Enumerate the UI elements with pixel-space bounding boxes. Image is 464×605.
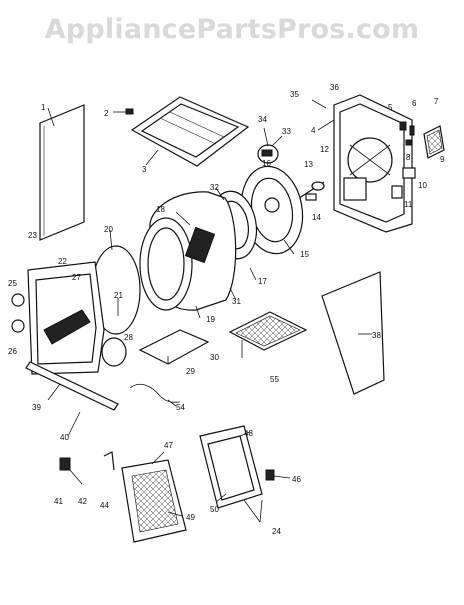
bearing-shaft [295, 181, 325, 201]
callout-6: 6 [412, 99, 417, 108]
side-panel-right [321, 271, 385, 395]
callout-31: 31 [232, 297, 241, 306]
screw-2 [113, 108, 134, 115]
callout-20: 20 [104, 225, 113, 234]
callout-28: 28 [124, 333, 133, 342]
callout-25: 25 [8, 279, 17, 288]
callout-16: 16 [262, 159, 271, 168]
callout-46: 46 [292, 475, 301, 484]
leader-lines [47, 99, 372, 523]
callout-12: 12 [320, 145, 329, 154]
callout-41: 41 [54, 497, 63, 506]
callout-49: 49 [186, 513, 195, 522]
small-fittings [399, 121, 415, 146]
callout-40: 40 [60, 433, 69, 442]
callout-35: 35 [290, 90, 299, 99]
callout-23: 23 [28, 231, 37, 240]
callout-3: 3 [142, 165, 147, 174]
drum [139, 191, 237, 311]
latch-parts [59, 457, 83, 485]
callout-5: 5 [388, 103, 393, 112]
callout-44: 44 [100, 501, 109, 510]
callout-9: 9 [440, 155, 445, 164]
callout-24: 24 [272, 527, 281, 536]
callout-22: 22 [58, 257, 67, 266]
front-bracket [138, 329, 210, 365]
callout-39: 39 [32, 403, 41, 412]
door-inner-panel [199, 425, 263, 509]
callout-36: 36 [330, 83, 339, 92]
rear-bulkhead [333, 94, 413, 233]
callout-14: 14 [312, 213, 321, 222]
callout-19: 19 [206, 315, 215, 324]
toe-panel [25, 361, 119, 411]
side-panel-left [39, 104, 85, 241]
callout-42: 42 [78, 497, 87, 506]
top-panel [130, 96, 250, 167]
callout-54: 54 [176, 403, 185, 412]
callout-labels: 1 2 3 4 5 6 7 8 9 10 11 12 13 14 15 16 1… [8, 83, 445, 536]
callout-30: 30 [210, 353, 219, 362]
callout-47: 47 [164, 441, 173, 450]
callout-17: 17 [258, 277, 267, 286]
callout-34: 34 [258, 115, 267, 124]
door-catch [265, 469, 275, 481]
drum-rack [228, 311, 308, 358]
door [121, 459, 187, 543]
callout-11: 11 [404, 200, 413, 209]
callout-1: 1 [41, 103, 46, 112]
vent-grille [423, 125, 445, 159]
callout-29: 29 [186, 367, 195, 376]
callout-15: 15 [300, 250, 309, 259]
terminal-block [391, 167, 416, 199]
front-panel [11, 261, 105, 375]
callout-13: 13 [304, 160, 313, 169]
callout-10: 10 [418, 181, 427, 190]
callout-50: 50 [210, 505, 219, 514]
hinge [103, 451, 115, 471]
callout-8: 8 [406, 153, 411, 162]
watermark: AppliancePartsPros.com [44, 14, 420, 45]
callout-55: 55 [270, 375, 279, 384]
wire-harness [129, 383, 181, 403]
callout-26: 26 [8, 347, 17, 356]
callout-32: 32 [210, 183, 219, 192]
idler-pulley [101, 337, 127, 367]
callout-2: 2 [104, 109, 109, 118]
callout-33: 33 [282, 127, 291, 136]
callout-21: 21 [114, 291, 123, 300]
callout-38: 38 [372, 331, 381, 340]
callout-27: 27 [72, 273, 81, 282]
callout-7: 7 [434, 97, 439, 106]
callout-18: 18 [156, 205, 165, 214]
callout-48: 48 [244, 429, 253, 438]
callout-4: 4 [311, 126, 316, 135]
